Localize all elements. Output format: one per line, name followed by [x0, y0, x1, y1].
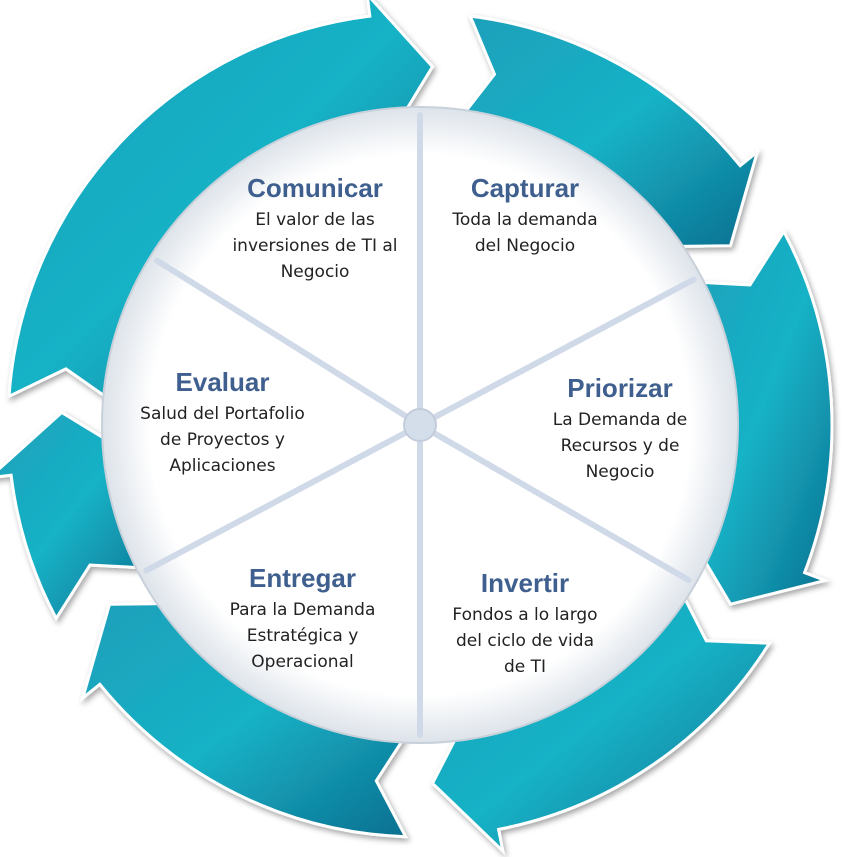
segment-description-line: de Proyectos y	[160, 430, 285, 450]
segment-description-line: Estratégica y	[246, 626, 359, 646]
segment-description-line: Toda la demanda	[452, 210, 598, 230]
segment-description-line: Negocio	[585, 462, 655, 482]
segment-description-line: del Negocio	[474, 236, 576, 256]
segment-description-line: inversiones de TI al	[232, 236, 398, 256]
spokes	[143, 112, 697, 738]
segment-title: Priorizar	[567, 373, 673, 403]
segment-title: Entregar	[249, 563, 356, 593]
segment-description-line: Salud del Portafolio	[140, 404, 305, 424]
segment-description-line: del ciclo de vida	[456, 631, 594, 651]
segment-title: Invertir	[480, 568, 570, 598]
segment-description-line: Para la Demanda	[229, 600, 376, 620]
segment-title: Comunicar	[247, 173, 383, 203]
segment-evaluar: Evaluar Salud del Portafolio de Proyecto…	[115, 367, 330, 479]
segment-priorizar: Priorizar La Demanda de Recursos y de Ne…	[520, 373, 720, 485]
segment-description-line: La Demanda de	[552, 410, 688, 430]
segment-title: Evaluar	[175, 367, 270, 397]
segment-description-line: Fondos a lo largo	[452, 605, 598, 625]
center-hub	[403, 408, 437, 442]
spoke-upper-right	[417, 276, 697, 428]
segment-capturar: Capturar Toda la demanda del Negocio	[425, 173, 625, 259]
segment-description-line: Aplicaciones	[169, 456, 276, 476]
spoke-lower-right	[417, 422, 692, 583]
segment-description-line: El valor de las	[255, 210, 375, 230]
segment-description-line: Recursos y de	[560, 436, 680, 456]
segment-invertir: Invertir Fondos a lo largo del ciclo de …	[425, 568, 625, 680]
spoke-upper-left	[154, 257, 423, 428]
segment-title: Capturar	[470, 173, 580, 203]
segment-description-line: Operacional	[251, 652, 354, 672]
segment-description-line: de TI	[503, 657, 547, 677]
segment-description-line: Negocio	[280, 262, 350, 282]
segment-entregar: Entregar Para la Demanda Estratégica y O…	[200, 563, 405, 675]
segment-comunicar: Comunicar El valor de las inversiones de…	[205, 173, 425, 285]
spoke-lower-left	[143, 422, 423, 574]
